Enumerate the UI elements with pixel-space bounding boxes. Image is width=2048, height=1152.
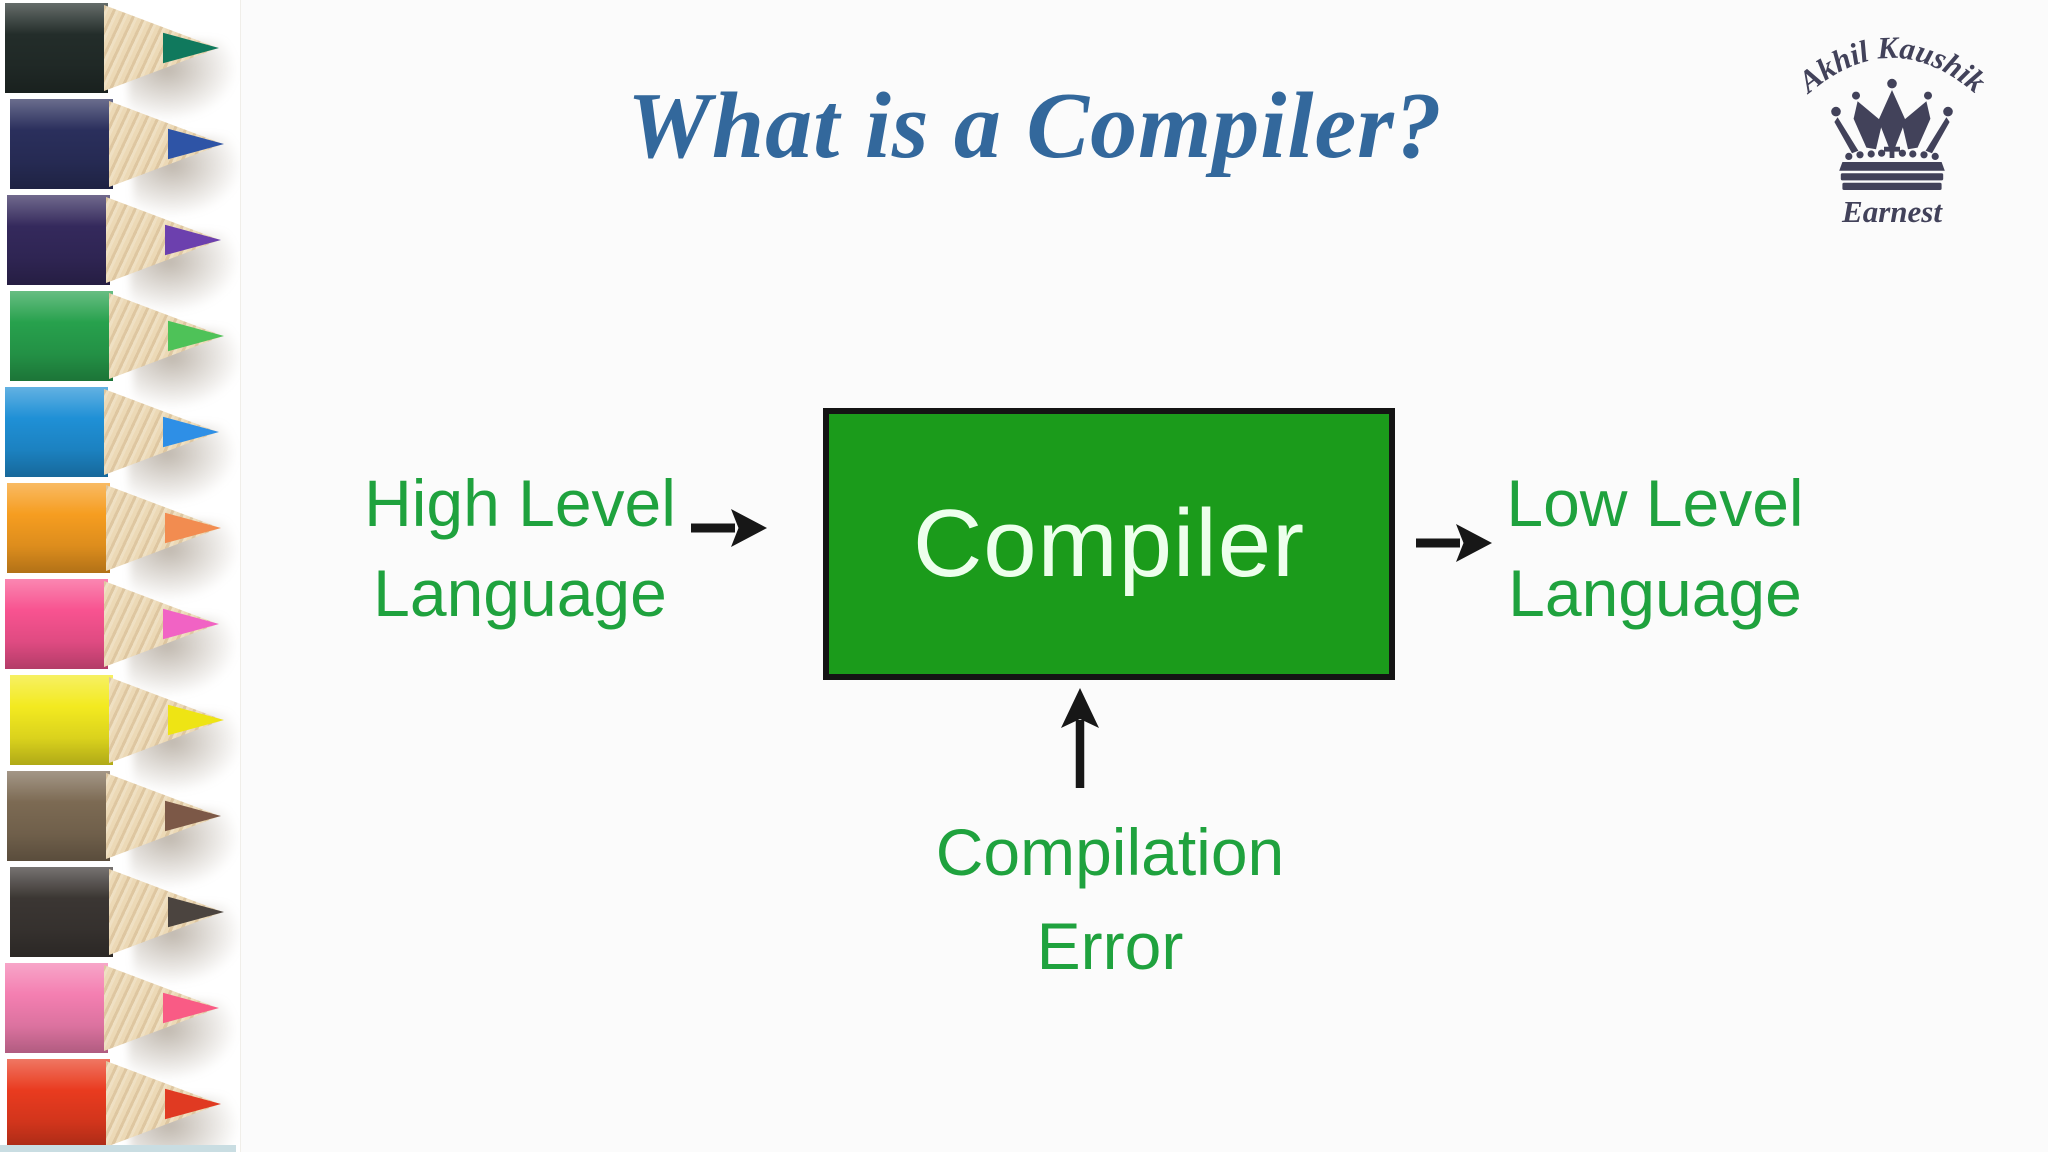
pencil-brown (2, 768, 240, 891)
label-line: Language (373, 556, 667, 630)
pencil-orange (2, 480, 240, 603)
arrow-right-icon (691, 509, 767, 547)
compilation-error-label: Compilation Error (905, 805, 1315, 993)
pencil-dark-teal (0, 0, 240, 123)
pencil-blue (0, 384, 240, 507)
crown-icon (1831, 78, 1953, 190)
pencil-charcoal (5, 864, 240, 987)
pencil-rows (0, 0, 240, 1152)
high-level-language-label: High Level Language (355, 458, 685, 638)
label-line: Language (1508, 556, 1802, 630)
pencil-green (5, 288, 240, 411)
pencil-strip-image (0, 0, 241, 1152)
compiler-box-label: Compiler (912, 490, 1306, 597)
pencil-red (2, 1056, 240, 1152)
compiler-box: Compiler (823, 408, 1395, 680)
pencil-pink (0, 576, 240, 699)
label-line: Compilation (935, 815, 1285, 889)
pencil-strip-bottom-bar (0, 1145, 236, 1152)
label-line: Low Level (1506, 466, 1804, 540)
brand-caption: Earnest (1842, 194, 1942, 229)
pencil-navy-blue (5, 96, 240, 219)
brand-arc-text: Akhil Kaushik (1790, 30, 1993, 101)
slide-title: What is a Compiler? (627, 74, 1443, 178)
arrow-right-icon (1416, 524, 1492, 562)
pencil-light-pink (0, 960, 240, 1083)
label-line: Error (1036, 909, 1184, 983)
pencil-yellow (5, 672, 240, 795)
low-level-language-label: Low Level Language (1490, 458, 1820, 638)
arrow-up-icon (1061, 688, 1099, 788)
label-line: High Level (364, 466, 676, 540)
brand-logo: Akhil Kaushik (1770, 18, 2014, 230)
pencil-dark-purple (2, 192, 240, 315)
